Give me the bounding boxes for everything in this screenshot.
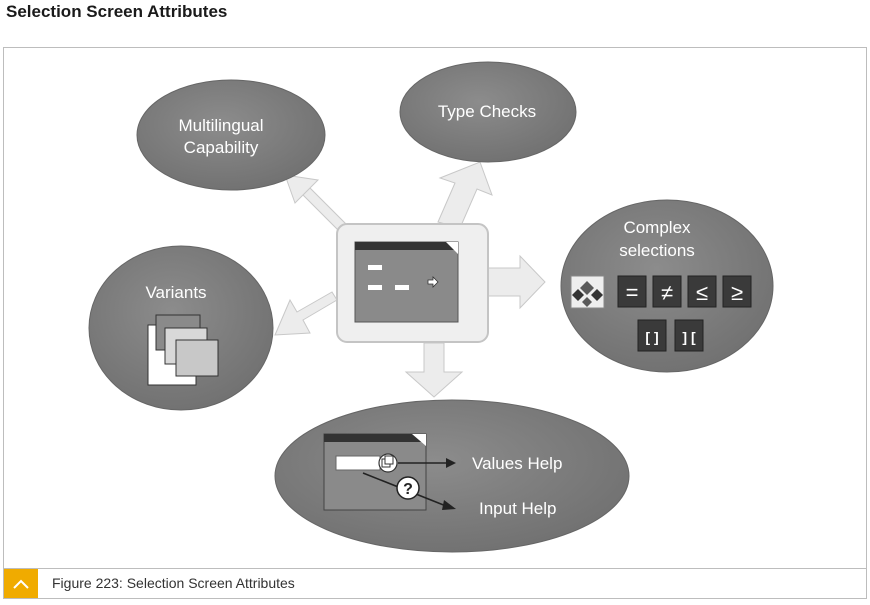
svg-text:] [: ] [	[682, 329, 696, 345]
svg-text:≠: ≠	[661, 280, 673, 305]
type-checks-label: Type Checks	[438, 102, 536, 121]
operator-exclude-interval-button: ] [	[674, 319, 704, 352]
svg-text:?: ?	[403, 481, 413, 498]
chevron-up-icon[interactable]	[4, 569, 38, 598]
values-help-icon	[378, 453, 398, 473]
operator-equal-button: =	[617, 275, 647, 308]
complex-label-line2: selections	[619, 241, 695, 260]
variants-icon	[147, 314, 219, 386]
svg-text:[ ]: [ ]	[645, 329, 658, 345]
svg-text:=: =	[626, 280, 639, 305]
operator-less-equal-button: ≤	[687, 275, 717, 308]
page-title: Selection Screen Attributes	[6, 2, 228, 21]
arrow-to-multilingual	[284, 174, 351, 236]
caption-text: Figure 223: Selection Screen Attributes	[52, 575, 295, 591]
figure-caption: Figure 223: Selection Screen Attributes	[3, 568, 867, 599]
arrow-to-help	[404, 342, 464, 398]
operator-interval-button: [ ]	[637, 319, 667, 352]
complex-label-line1: Complex	[623, 218, 691, 237]
question-mark-icon: ?	[396, 476, 420, 500]
arrow-to-complex	[487, 254, 546, 310]
svg-text:≥: ≥	[731, 280, 743, 305]
selection-options-icon	[570, 275, 605, 309]
arrow-to-type-checks	[437, 161, 493, 229]
arrow-to-variants	[274, 291, 338, 336]
type-checks-ellipse	[399, 61, 577, 163]
operator-greater-equal-button: ≥	[722, 275, 752, 308]
selection-screen-box	[336, 223, 489, 343]
variants-label: Variants	[145, 283, 206, 302]
values-help-arrow	[398, 458, 456, 468]
values-help-label: Values Help	[472, 454, 562, 473]
multilingual-label-line2: Capability	[184, 138, 259, 157]
operator-not-equal-button: ≠	[652, 275, 682, 308]
input-help-label: Input Help	[479, 499, 557, 518]
multilingual-ellipse	[136, 79, 326, 191]
multilingual-label-line1: Multilingual	[178, 116, 263, 135]
svg-text:≤: ≤	[696, 280, 708, 305]
